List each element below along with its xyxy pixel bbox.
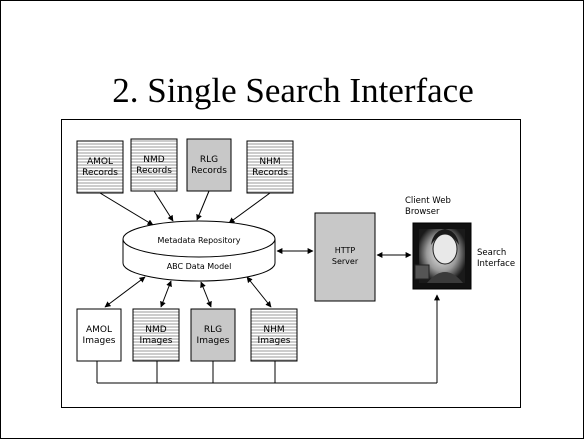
svg-text:NHM: NHM <box>259 157 280 167</box>
svg-text:Images: Images <box>197 336 230 346</box>
svg-text:Search: Search <box>477 248 506 258</box>
record-box-nhm: NHM Records <box>246 140 294 194</box>
svg-text:NHM: NHM <box>263 325 284 335</box>
svg-text:Images: Images <box>140 336 173 346</box>
record-arrows <box>99 190 271 226</box>
svg-text:Records: Records <box>191 166 227 176</box>
server-arrows <box>276 248 412 258</box>
svg-text:AMOL: AMOL <box>87 157 113 167</box>
svg-text:HTTP: HTTP <box>335 246 356 255</box>
svg-text:Images: Images <box>83 336 116 346</box>
svg-text:ABC Data Model: ABC Data Model <box>167 262 232 271</box>
image-box-rlg: RLG Images <box>190 308 236 362</box>
architecture-diagram: AMOL Records NMD Records RLG Records NHM… <box>61 119 521 408</box>
svg-text:RLG: RLG <box>204 325 222 335</box>
record-box-amol: AMOL Records <box>76 140 124 194</box>
http-server-box: HTTP Server <box>314 212 376 302</box>
svg-text:Records: Records <box>252 168 288 178</box>
image-connector <box>96 294 440 384</box>
svg-text:Browser: Browser <box>405 207 440 217</box>
client-web-browser: Client Web Browser Search Interface <box>405 196 515 290</box>
image-box-nmd: NMD Images <box>132 308 180 362</box>
record-box-nmd: NMD Records <box>130 138 178 192</box>
image-box-nhm: NHM Images <box>250 308 298 362</box>
svg-text:Images: Images <box>258 336 291 346</box>
slide-title: 2. Single Search Interface <box>112 71 474 110</box>
svg-text:NMD: NMD <box>143 155 164 165</box>
metadata-repository: Metadata Repository ABC Data Model <box>122 220 276 282</box>
svg-text:Records: Records <box>136 166 172 176</box>
svg-text:Server: Server <box>332 257 359 266</box>
record-box-rlg: RLG Records <box>186 138 232 192</box>
svg-text:Records: Records <box>82 168 118 178</box>
svg-text:AMOL: AMOL <box>86 325 112 335</box>
svg-text:Metadata Repository: Metadata Repository <box>158 236 241 245</box>
svg-text:NMD: NMD <box>145 325 166 335</box>
image-box-amol: AMOL Images <box>76 308 122 362</box>
svg-text:Client Web: Client Web <box>405 196 451 206</box>
image-arrows <box>104 276 272 308</box>
svg-text:Interface: Interface <box>477 259 515 269</box>
svg-text:RLG: RLG <box>200 155 218 165</box>
